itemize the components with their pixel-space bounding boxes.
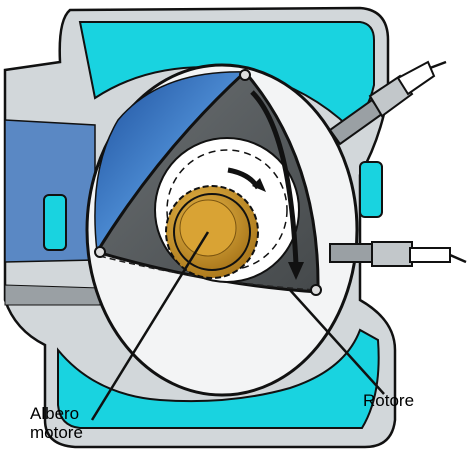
label-albero-line2: motore [30, 423, 83, 442]
coolant-channel-right [359, 161, 383, 218]
label-albero-line1: Albero [30, 404, 80, 423]
motion-arrowhead [288, 262, 304, 280]
intake-port-shade [4, 284, 101, 306]
spark-plug-lower [329, 241, 467, 267]
apex-seal-right [310, 284, 322, 296]
rotation-arrowhead [252, 178, 266, 192]
spark-plug-upper [328, 60, 447, 146]
apex-seal-top [239, 69, 251, 81]
motion-arrow [250, 90, 299, 266]
coolant-channel-left [43, 194, 67, 251]
label-rotore: Rotore [363, 391, 415, 410]
leader-line-rotore [289, 289, 385, 395]
leader-line-albero [90, 231, 210, 421]
apex-seal-left [94, 246, 106, 258]
label-albero-motore: Albero motore [30, 404, 83, 442]
crankshaft-gear [165, 185, 259, 279]
coolant-channel-bottom [57, 328, 380, 429]
